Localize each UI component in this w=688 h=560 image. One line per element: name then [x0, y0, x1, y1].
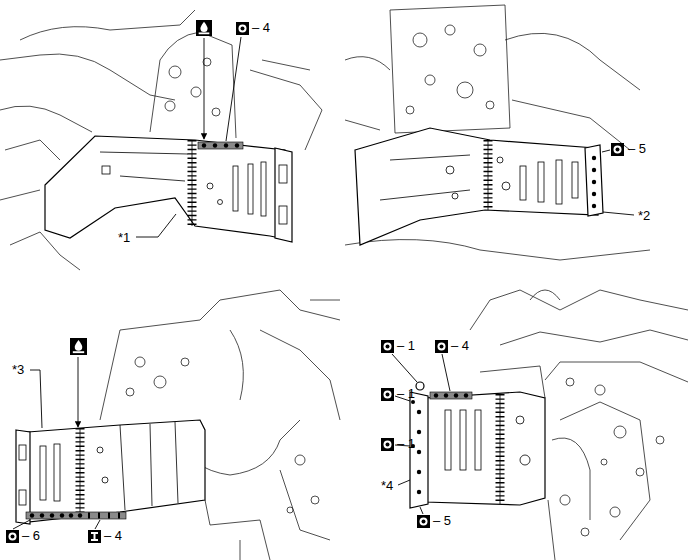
weld-count: – 1 — [397, 436, 415, 451]
part-callout: *1 — [118, 230, 130, 245]
part-callout: *2 — [638, 208, 650, 223]
panel-rear-left — [6, 290, 340, 560]
panel-front-right — [345, 5, 650, 260]
weld-count: – 1 — [397, 338, 415, 353]
weld-count: – 1 — [397, 386, 415, 401]
weld-count: – 6 — [22, 528, 40, 543]
weld-count: – 5 — [628, 141, 646, 156]
weld-count: – 4 — [104, 528, 122, 543]
weld-count: – 4 — [451, 338, 469, 353]
part-callout: *4 — [381, 478, 393, 493]
part-callout: *3 — [12, 362, 24, 377]
panel-front-left — [0, 10, 322, 270]
weld-count: – 5 — [433, 513, 451, 528]
panel-rear-right — [381, 290, 688, 560]
weld-count: – 4 — [252, 20, 270, 35]
